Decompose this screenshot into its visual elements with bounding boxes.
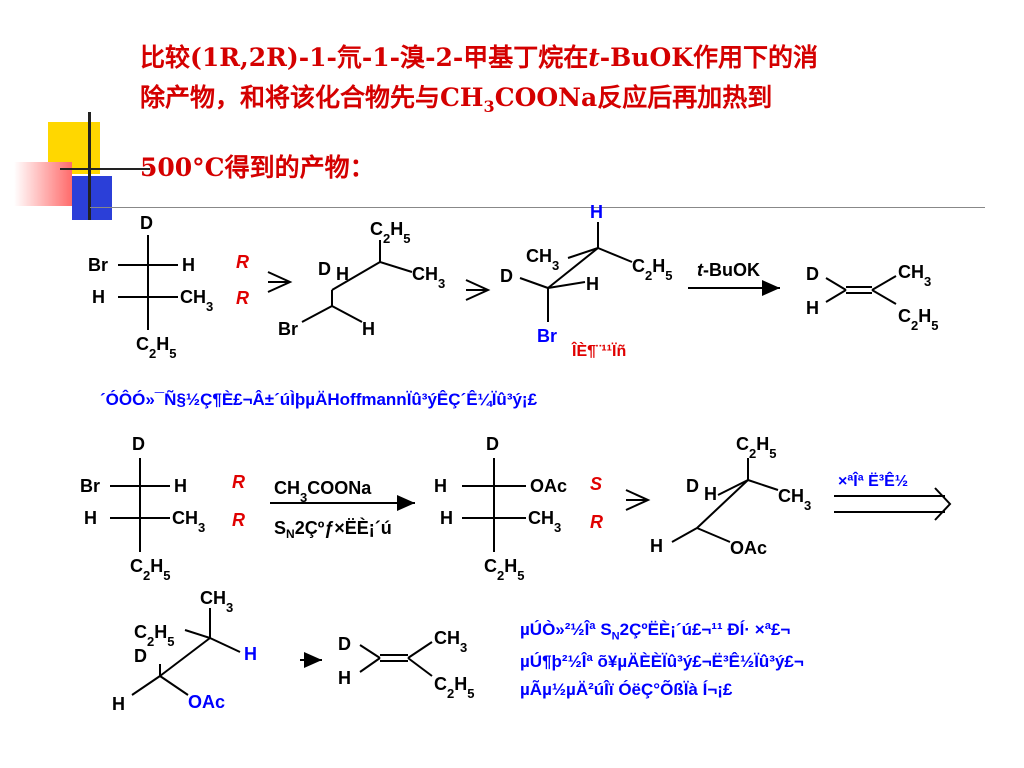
sawhorse4-oac: OAc <box>188 692 225 712</box>
deco-underline <box>90 207 985 208</box>
reagent-sn2: SN2Çºƒ×ËÈ¡´ú <box>274 517 392 541</box>
fischer2b-top: D <box>486 434 499 454</box>
fischer1-left1: Br <box>88 255 108 275</box>
product2-ch3: CH3 <box>434 628 467 655</box>
fischer1-config1: R <box>236 252 249 272</box>
sawhorse4-h: H <box>112 694 125 714</box>
sawhorse2-h: H <box>586 274 599 294</box>
fischer2b-config1: S <box>590 474 602 494</box>
fischer2b-right1: OAc <box>530 476 567 496</box>
fischer2a-left1: Br <box>80 476 100 496</box>
scheme1-caption: ´ÓÔÓ»¯Ñ§½Ç¶È£¬Â±´úÌþµÄHoffmannÏû³ýÊÇ´Ê¼Ï… <box>100 390 538 409</box>
sawhorse2-br: Br <box>537 326 557 346</box>
fischer1-bottom: C2H5 <box>136 334 176 361</box>
product2-d: D <box>338 634 351 654</box>
fischer2b-config2: R <box>590 512 603 532</box>
deco-horizontal-line <box>60 168 150 170</box>
fischer2b-right2: CH3 <box>528 508 561 535</box>
sawhorse3-top: C2H5 <box>736 434 776 461</box>
sawhorse1-br: Br <box>278 319 298 339</box>
scheme2-caption-line2: µÚ¶þ²½Îª õ¥µÄÈÈÏû³ý£¬Ë³Ê½Ïû³ý£¬ <box>520 652 804 671</box>
fischer1-right1: H <box>182 255 195 275</box>
deco-vertical-line <box>88 112 91 220</box>
scheme2-caption-line1: µÚÒ»²½Îª SN2ÇºËÈ¡´ú£¬¹¹ ÐÍ·­ ×ª£¬ <box>520 620 791 643</box>
fischer2a-right2: CH3 <box>172 508 205 535</box>
fischer2a-config1: R <box>232 472 245 492</box>
fischer1-right2: CH3 <box>180 287 213 314</box>
fischer2a-bottom: C2H5 <box>130 556 170 583</box>
fischer2a-left2: H <box>84 508 97 528</box>
sawhorse4-c2h5: C2H5 <box>134 622 174 649</box>
product1-d: D <box>806 264 819 284</box>
fischer2a-config2: R <box>232 510 245 530</box>
sawhorse2-ch3: CH3 <box>526 246 559 273</box>
deco-blue-square <box>72 176 112 220</box>
sawhorse4-ch3: CH3 <box>200 588 233 615</box>
arrow-label-to-syn: ×ªÎª Ë³Ê½ <box>838 471 908 490</box>
title-line-2: 除产物，和将该化合物先与CH3COONa反应后再加热到 <box>140 83 773 116</box>
fischer1-config2: R <box>236 288 249 308</box>
title-line-3: 500°C得到的产物： <box>140 153 375 182</box>
product1-c2h5: C2H5 <box>898 306 938 333</box>
fischer2b-left1: H <box>434 476 447 496</box>
sawhorse1-d: D <box>318 259 331 279</box>
title-line-1: 比较(1R,2R)-1-氘-1-溴-2-甲基丁烷在t-BuOK作用下的消 <box>140 43 819 72</box>
fischer1-left2: H <box>92 287 105 307</box>
sawhorse3-d: D <box>686 476 699 496</box>
sawhorse3-oac: OAc <box>730 538 767 558</box>
sawhorse3-h: H <box>704 484 717 504</box>
reagent-tbuok: t-BuOK <box>697 260 760 280</box>
product1-h: H <box>806 298 819 318</box>
product1-ch3: CH3 <box>898 262 931 289</box>
reagent-ch3coona: CH3COONa <box>274 478 372 505</box>
sawhorse2-c2h5: C2H5 <box>632 256 672 283</box>
fischer1-top: D <box>140 213 153 233</box>
sawhorse4-h-right: H <box>244 644 257 664</box>
product2-h: H <box>338 668 351 688</box>
sawhorse1-right: CH3 <box>412 264 445 291</box>
sawhorse2-top-h: H <box>590 202 603 222</box>
sawhorse1-top: C2H5 <box>370 219 410 246</box>
sawhorse4-d: D <box>134 646 147 666</box>
scheme2-caption-line3: µÃµ½µÄ²úÎï ÓëÇ°ÕßÏà Í¬¡£ <box>520 680 733 699</box>
sawhorse1-h: H <box>362 319 375 339</box>
sawhorse1-h-front: H <box>336 264 349 284</box>
sawhorse2-d: D <box>500 266 513 286</box>
fischer2a-top: D <box>132 434 145 454</box>
fischer2a-right1: H <box>174 476 187 496</box>
sawhorse3-h2: H <box>650 536 663 556</box>
product2-c2h5: C2H5 <box>434 674 474 701</box>
sawhorse3-ch3: CH3 <box>778 486 811 513</box>
slide-title: 比较(1R,2R)-1-氘-1-溴-2-甲基丁烷在t-BuOK作用下的消 除产物… <box>140 38 990 188</box>
fischer2b-bottom: C2H5 <box>484 556 524 583</box>
fischer2b-left2: H <box>440 508 453 528</box>
stable-conformation-note: ÎÈ¶¨¹¹Ïñ <box>571 341 626 360</box>
